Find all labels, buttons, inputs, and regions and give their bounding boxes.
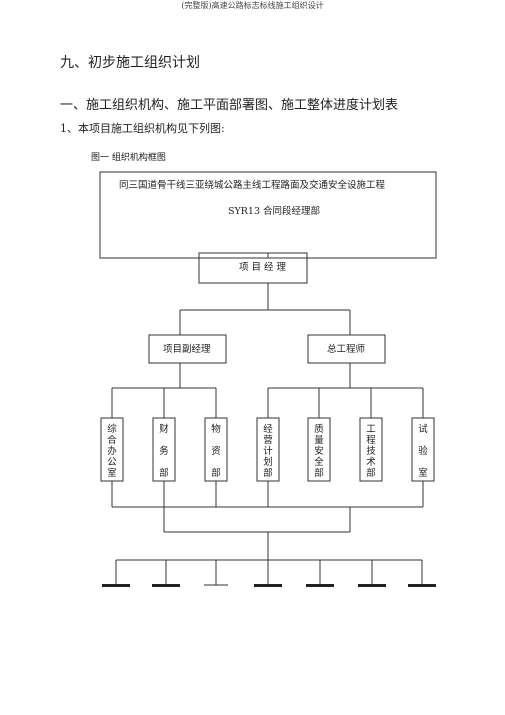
dept-label-char: 安 xyxy=(314,445,324,457)
dept-label-char: 验 xyxy=(418,445,428,457)
dept-box xyxy=(307,417,331,482)
dept-label-char: 质 xyxy=(314,423,324,435)
top-box-line1: 同三国道骨干线三亚绕城公路主线工程路面及交通安全设施工程 xyxy=(119,179,386,191)
running-header: (完整版)高速公路标志标线施工组织设计 xyxy=(181,1,324,10)
dept-label-char: 部 xyxy=(366,467,376,479)
dept-label-char: 技 xyxy=(366,445,376,457)
dept-label-char: 部 xyxy=(159,467,169,479)
figure-caption: 图一 组织机构框图 xyxy=(91,153,166,163)
dept-label-char: 财 xyxy=(159,423,169,435)
manager-label: 项 目 经 理 xyxy=(239,261,287,273)
dept-label-char: 公 xyxy=(107,457,117,468)
dept-label-char: 综 xyxy=(107,423,117,435)
dept-label-char: 营 xyxy=(263,434,273,446)
dept-label-char: 计 xyxy=(263,445,273,457)
chief-engineer-box xyxy=(307,334,386,364)
dept-label-char: 部 xyxy=(263,467,273,479)
dept-box xyxy=(359,417,383,482)
dept-label-char: 全 xyxy=(314,456,324,468)
dept-label-char: 室 xyxy=(418,467,428,479)
dept-label-char: 合 xyxy=(107,434,117,446)
subsection-heading: 一、施工组织机构、施工平面部署图、施工整体进度计划表 xyxy=(60,98,399,113)
dept-label-char: 术 xyxy=(366,456,376,468)
dept-label-char: 物 xyxy=(211,423,221,435)
top-box-line2: SYR13 合同段经理部 xyxy=(228,205,320,217)
section-heading: 九、初步施工组织计划 xyxy=(60,55,200,71)
dept-label-char: 办 xyxy=(107,445,117,457)
deputy-box xyxy=(148,334,227,364)
manager-box xyxy=(198,252,308,284)
dept-label-char: 经 xyxy=(263,423,273,435)
dept-label-char: 划 xyxy=(263,456,273,468)
dept-label-char: 部 xyxy=(211,467,221,479)
item-heading: 1、本项目施工组织机构见下列图: xyxy=(60,122,225,135)
chief-engineer-label: 总工程师 xyxy=(327,343,365,355)
dept-label-char: 室 xyxy=(107,467,117,479)
dept-label-char: 程 xyxy=(366,435,376,446)
deputy-label: 项目副经理 xyxy=(163,343,211,355)
dept-label-char: 务 xyxy=(159,445,169,457)
dept-label-char: 量 xyxy=(314,435,324,446)
dept-label-char: 试 xyxy=(418,423,428,435)
dept-label-char: 工 xyxy=(366,424,376,435)
dept-label-char: 部 xyxy=(314,467,324,479)
dept-label-char: 资 xyxy=(211,446,221,457)
